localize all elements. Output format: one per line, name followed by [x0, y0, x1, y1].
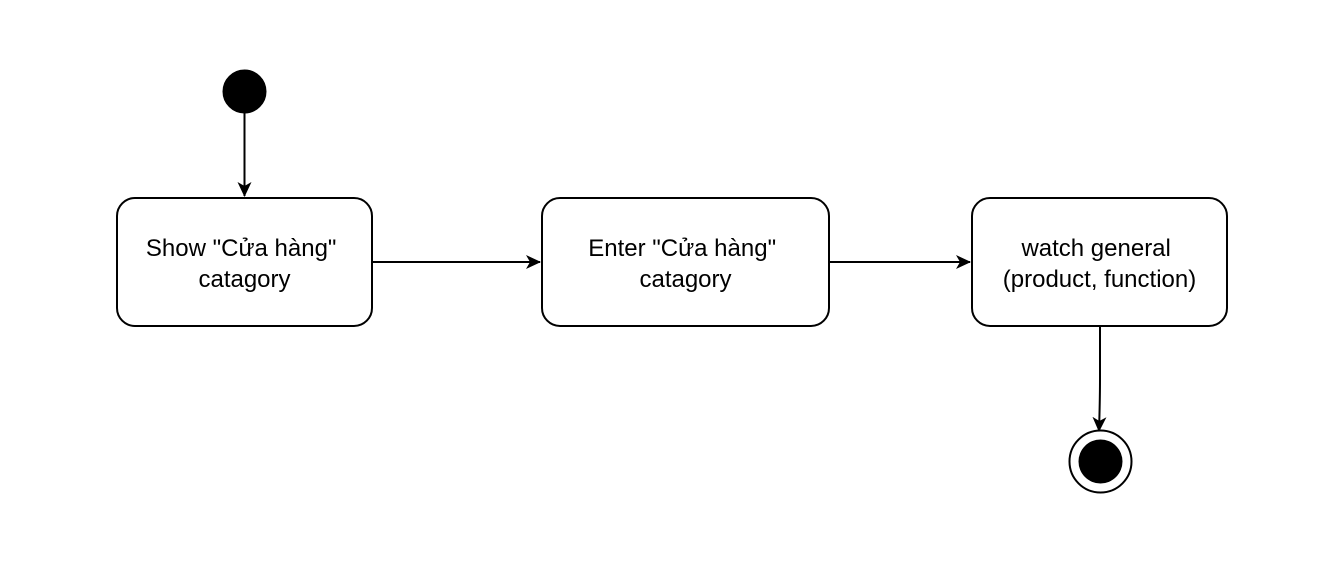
action-show-line-2: catagory: [198, 266, 290, 293]
action-watch-general: watch general (product, function): [971, 197, 1228, 327]
action-show-line-1: Show "Cửa hàng": [146, 235, 337, 262]
action-enter-line-1: Enter "Cửa hàng": [588, 235, 776, 262]
svg-text:Enter "Cửa hàng" catagor: Enter "Cửa hàng" catagory: [588, 235, 783, 293]
action-show-category: Show "Cửa hàng" catagory: [116, 197, 373, 327]
action-watch-line-1: watch general: [1020, 235, 1170, 262]
edge-watch-to-end: [1092, 326, 1107, 432]
action-watch-line-2: (product, function): [1003, 266, 1196, 293]
final-node: [1068, 429, 1133, 494]
initial-node: [222, 69, 267, 114]
action-enter-line-2: catagory: [639, 266, 731, 293]
action-enter-category: Enter "Cửa hàng" catagory: [541, 197, 830, 327]
svg-text:watch general (product,: watch general (product, function): [1003, 235, 1196, 293]
svg-text:Show "Cửa hàng" catagory: Show "Cửa hàng" catagory: [146, 235, 343, 293]
